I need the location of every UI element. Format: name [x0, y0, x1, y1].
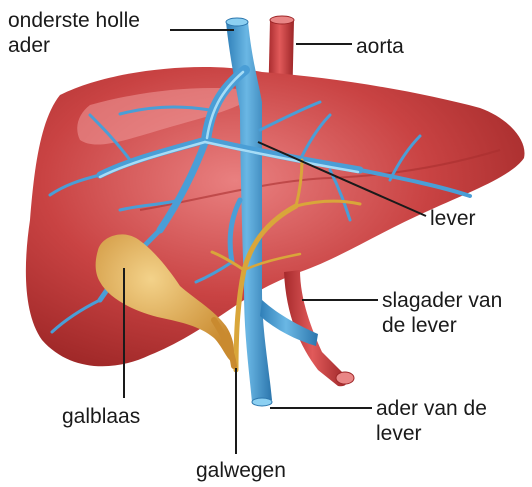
label-hepatic-artery-line-1: slagader van [382, 288, 502, 313]
label-bile-ducts: galwegen [196, 458, 286, 483]
label-liver: lever [430, 206, 476, 231]
label-gallbladder-line-1: galblaas [62, 404, 140, 429]
label-liver-line-1: lever [430, 206, 476, 231]
label-bile-ducts-line-1: galwegen [196, 458, 286, 483]
aorta-opening [270, 16, 294, 24]
label-hepatic-vein: ader van de lever [376, 396, 487, 446]
label-inferior-vena-cava-line-2: ader [8, 33, 140, 58]
label-inferior-vena-cava: onderste holle ader [8, 8, 140, 58]
label-hepatic-vein-line-2: lever [376, 421, 487, 446]
label-inferior-vena-cava-line-1: onderste holle [8, 8, 140, 33]
label-aorta: aorta [356, 34, 404, 59]
label-hepatic-artery-line-2: de lever [382, 313, 502, 338]
label-gallbladder: galblaas [62, 404, 140, 429]
label-aorta-line-1: aorta [356, 34, 404, 59]
hepatic-artery-opening [336, 372, 354, 384]
label-hepatic-artery: slagader van de lever [382, 288, 502, 338]
label-hepatic-vein-line-1: ader van de [376, 396, 487, 421]
vena-cava-bottom-opening [252, 398, 272, 406]
vena-cava-top-opening [226, 18, 248, 26]
